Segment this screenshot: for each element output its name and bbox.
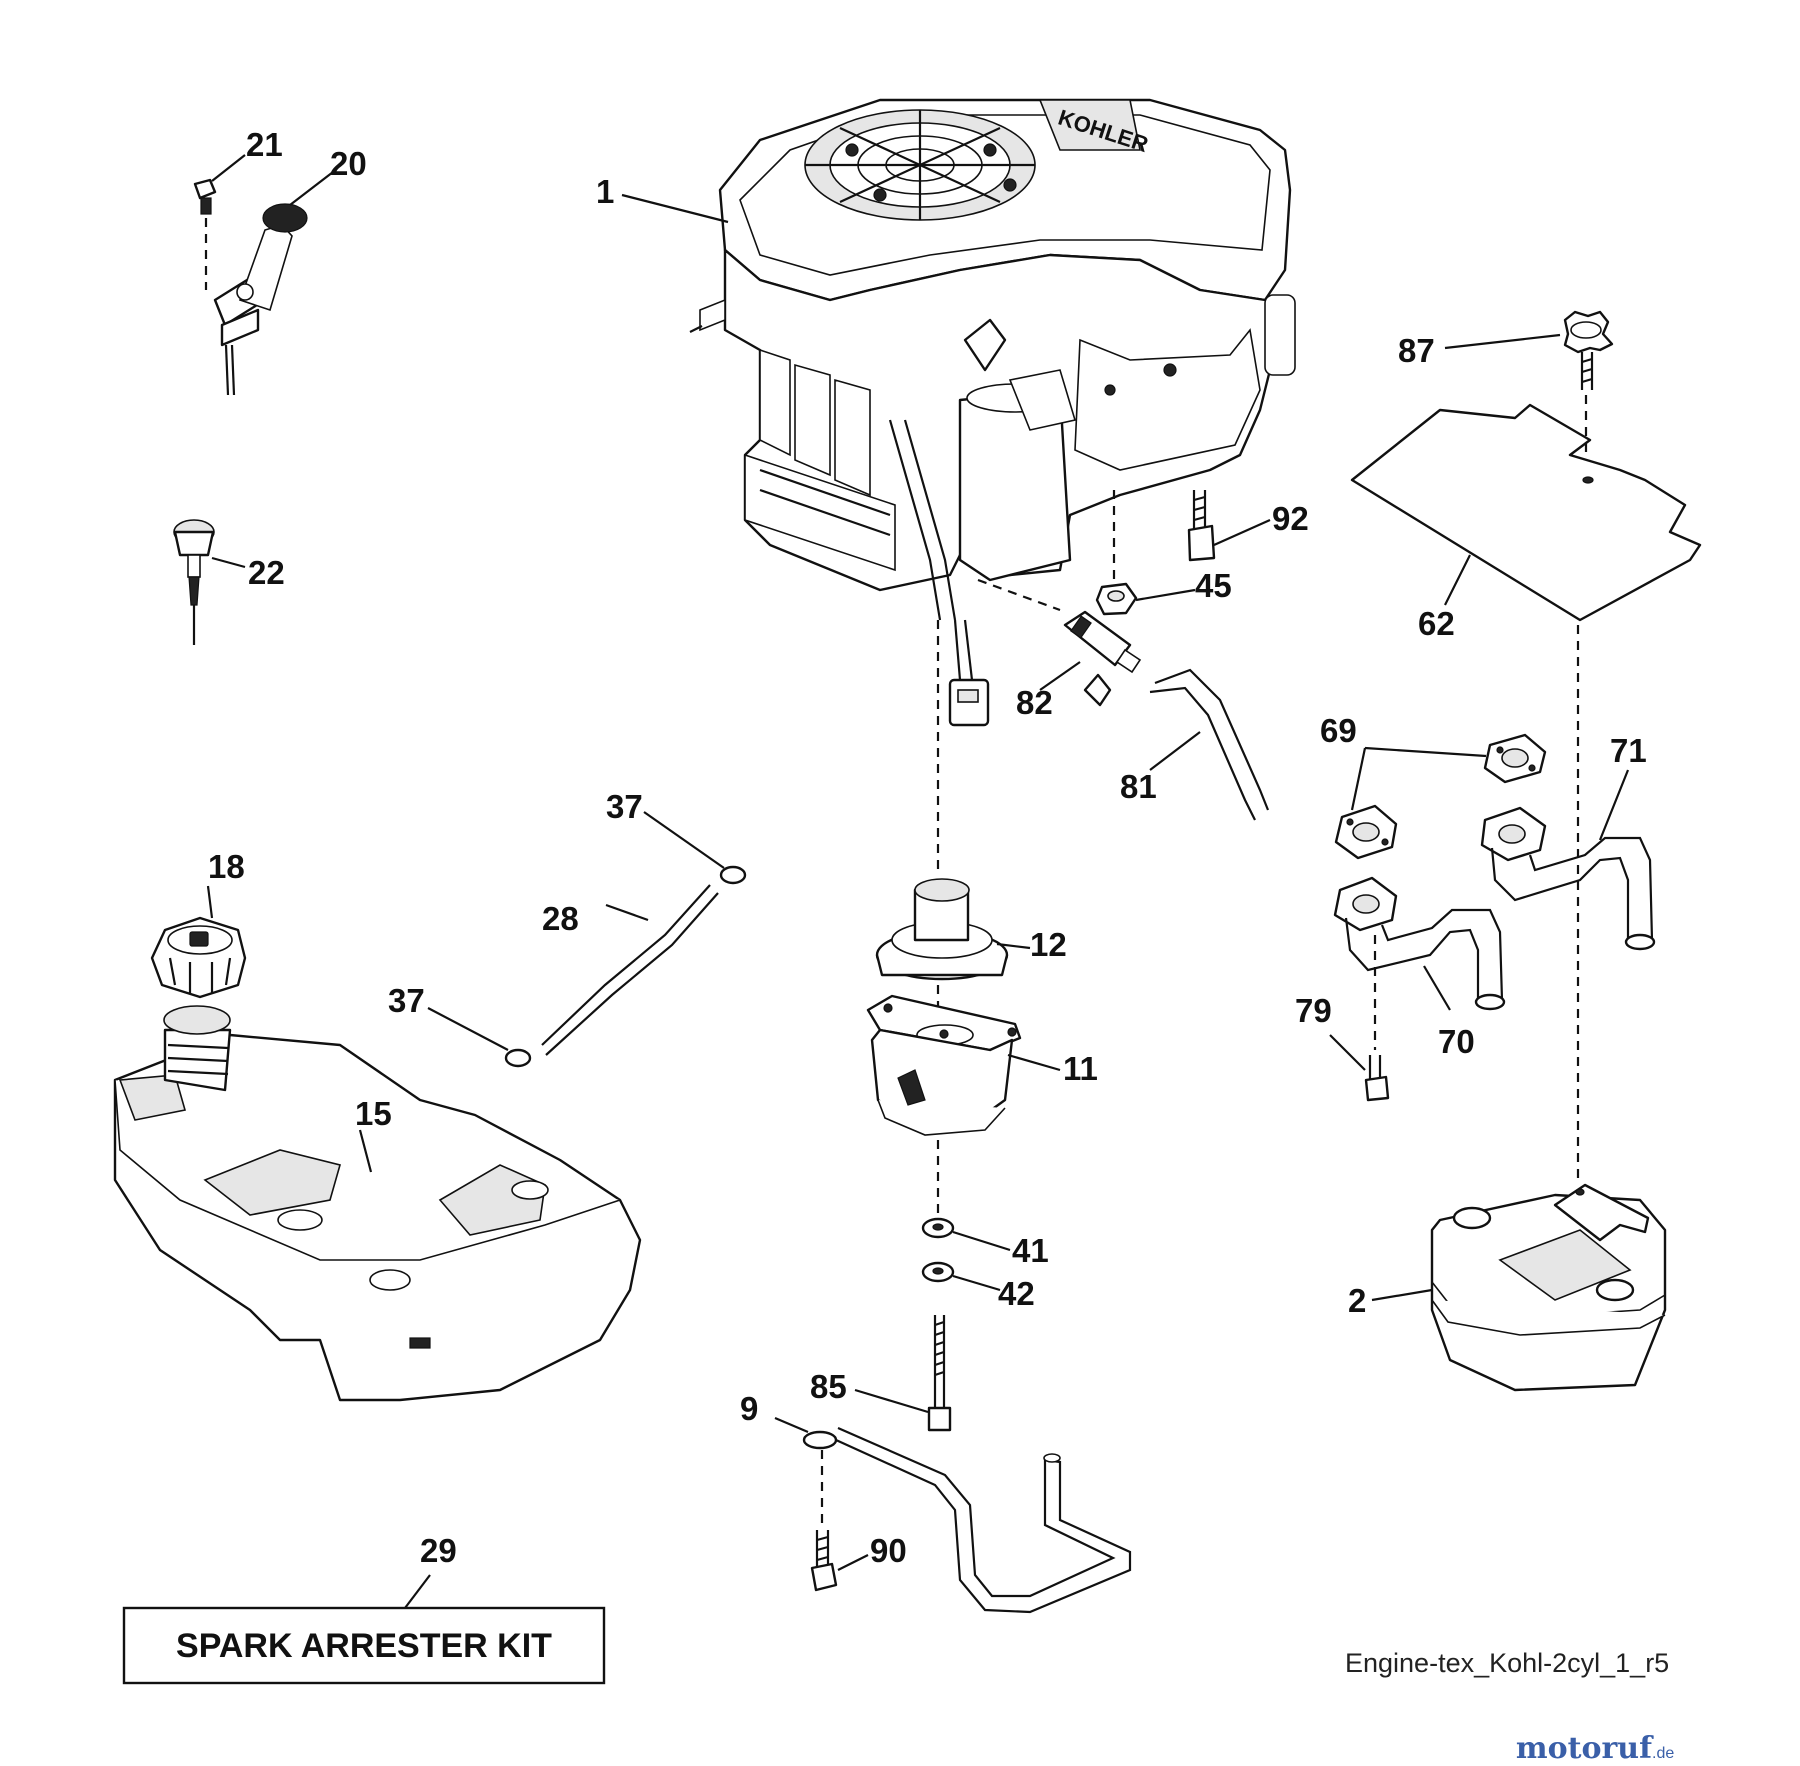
callout-81: 81: [1120, 768, 1157, 805]
fuel-line-part-28: [541, 884, 719, 1056]
spark-arrester-kit-box: [122, 1606, 606, 1685]
callout-11: 11: [1063, 1050, 1098, 1087]
washer-part-41: [921, 1217, 955, 1239]
callout-45: 45: [1195, 567, 1232, 604]
bolt-part-21: [193, 178, 217, 215]
callout-37-lower: 37: [388, 982, 425, 1019]
callout-28: 28: [542, 900, 579, 937]
bolt-part-90: [810, 1530, 838, 1592]
throttle-control-part-20: [213, 203, 308, 396]
heat-shield-part-62: [1350, 403, 1702, 622]
callout-20: 20: [330, 145, 367, 182]
callout-42: 42: [998, 1275, 1035, 1312]
callout-79: 79: [1295, 992, 1332, 1029]
nut-part-45: [1095, 582, 1138, 616]
drawing-id: Engine-tex_Kohl-2cyl_1_r5: [1345, 1648, 1669, 1678]
callout-22: 22: [248, 554, 285, 591]
knob-part-87: [1563, 310, 1614, 390]
bracket-part-9: [802, 1426, 1132, 1614]
spark-arrester-kit-label: SPARK ARRESTER KIT: [176, 1627, 552, 1665]
callout-92: 92: [1272, 500, 1309, 537]
washer-part-42: [921, 1261, 955, 1283]
pulley-part-12: [875, 878, 1009, 981]
callout-37-upper: 37: [606, 788, 643, 825]
callout-62: 62: [1418, 605, 1455, 642]
callout-82: 82: [1016, 684, 1053, 721]
fuel-fitting-part-82: [1063, 610, 1142, 707]
callout-21: 21: [246, 126, 283, 163]
svg-text:.de: .de: [1652, 1745, 1674, 1762]
callout-15: 15: [355, 1095, 392, 1132]
callout-1: 1: [596, 173, 614, 210]
callout-12: 12: [1030, 926, 1067, 963]
callout-29: 29: [420, 1532, 457, 1569]
exhaust-pipe-part-71: [1480, 806, 1656, 951]
bolt-part-79: [1364, 1055, 1390, 1102]
fuel-cap-part-18: [150, 916, 247, 999]
clutch-part-11: [866, 994, 1022, 1136]
callout-71: 71: [1610, 732, 1647, 769]
engine-part-1: KOHLER: [689, 98, 1296, 727]
muffler-part-2: [1430, 1183, 1667, 1392]
callout-90: 90: [870, 1532, 907, 1569]
clamp-part-37-upper: [719, 865, 747, 885]
hose-part-81: [1149, 668, 1270, 821]
callout-87: 87: [1398, 332, 1435, 369]
callout-69: 69: [1320, 712, 1357, 749]
fuel-tank-part-15: [113, 1005, 642, 1402]
callout-9: 9: [740, 1390, 758, 1427]
bolt-part-92: [1187, 490, 1216, 562]
gasket-part-69-a: [1483, 733, 1547, 784]
callout-85: 85: [810, 1368, 847, 1405]
exhaust-pipe-part-70: [1333, 876, 1506, 1011]
clamp-part-37-lower: [504, 1048, 532, 1068]
callout-41: 41: [1012, 1232, 1049, 1269]
knob-part-22: [173, 519, 215, 645]
bolt-part-85: [927, 1315, 952, 1432]
callout-70: 70: [1438, 1023, 1475, 1060]
watermark-logo: motoruf .de: [1516, 1731, 1675, 1766]
callout-2: 2: [1348, 1282, 1366, 1319]
svg-text:motoruf: motoruf: [1516, 1731, 1654, 1766]
gasket-part-69-b: [1334, 804, 1398, 860]
callout-18: 18: [208, 848, 245, 885]
